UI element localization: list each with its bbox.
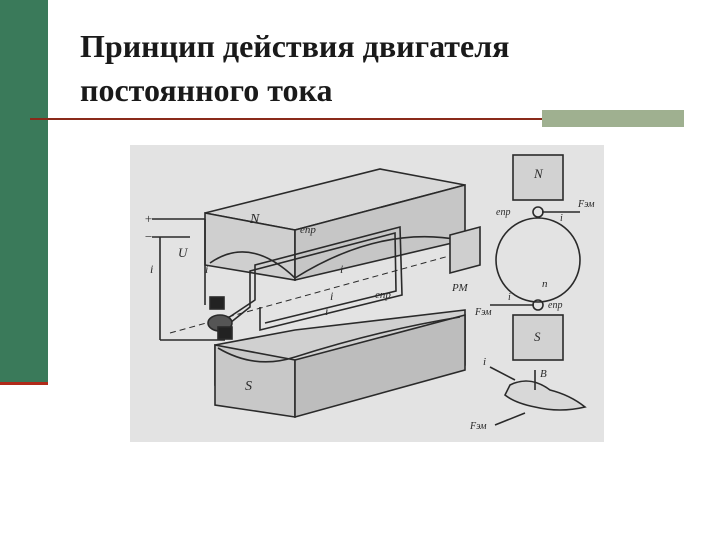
conductor-top bbox=[532, 206, 544, 218]
label-pole-s: S bbox=[245, 379, 252, 394]
left-accent-underline bbox=[0, 382, 48, 385]
label-pm: РМ bbox=[451, 282, 468, 294]
hand-arrow-f bbox=[494, 412, 526, 426]
label-hand-b: B bbox=[540, 368, 547, 380]
label-e-pr-right-bottom: eпр bbox=[548, 300, 562, 311]
left-accent-bar bbox=[0, 0, 48, 382]
slide-title: Принцип действия двигателя постоянного т… bbox=[80, 24, 680, 112]
label-right-pole-s: S bbox=[534, 329, 541, 344]
bottom-pole-side bbox=[294, 313, 466, 419]
armature-coil-inner bbox=[229, 231, 397, 324]
label-i-right-bottom: i bbox=[508, 292, 511, 303]
right-pole-s bbox=[512, 314, 564, 361]
right-pole-n bbox=[512, 154, 564, 201]
label-i-right-top: i bbox=[560, 213, 563, 224]
label-current-mid: i bbox=[205, 262, 208, 276]
label-right-pole-n: N bbox=[533, 166, 544, 181]
top-pole-face bbox=[209, 235, 461, 280]
brush-top bbox=[209, 296, 225, 310]
pm-block bbox=[449, 225, 481, 275]
armature-coil bbox=[224, 225, 403, 332]
label-coil-current-center: i bbox=[330, 289, 333, 303]
hand-arrow-i bbox=[489, 366, 516, 381]
label-coil-current-top: i bbox=[340, 262, 343, 276]
label-n-speed: n bbox=[542, 278, 548, 290]
slide-title-line-2: постоянного тока bbox=[80, 72, 333, 108]
slide-title-line-1: Принцип действия двигателя bbox=[80, 28, 510, 64]
label-hand-i: i bbox=[483, 356, 486, 368]
label-hand-f: Fэм bbox=[469, 421, 487, 432]
label-current-left: i bbox=[150, 262, 153, 276]
label-pole-n: N bbox=[249, 212, 260, 227]
label-e-pr-right-top: eпр bbox=[496, 207, 510, 218]
armature-cross-section bbox=[495, 217, 581, 303]
label-emf-bottom: eпр bbox=[375, 289, 391, 301]
label-f-em-right-top: Fэм bbox=[577, 199, 595, 210]
dc-motor-diagram-svg: + − U i i N S eпр eпр i i i РМ N S eпр i… bbox=[144, 154, 595, 432]
label-emf-top: eпр bbox=[300, 224, 316, 236]
label-coil-current-bottom: i bbox=[325, 304, 328, 318]
hand-sketch bbox=[503, 380, 587, 411]
label-f-em-right-bottom: Fэм bbox=[474, 307, 492, 318]
brush-bottom bbox=[217, 326, 233, 340]
title-divider bbox=[30, 118, 682, 120]
label-voltage: U bbox=[178, 245, 189, 260]
dc-motor-diagram: + − U i i N S eпр eпр i i i РМ N S eпр i… bbox=[130, 145, 604, 442]
label-plus: + bbox=[144, 211, 153, 226]
title-accent-block bbox=[542, 110, 684, 127]
bottom-pole-face bbox=[217, 316, 461, 363]
label-minus: − bbox=[144, 229, 153, 244]
